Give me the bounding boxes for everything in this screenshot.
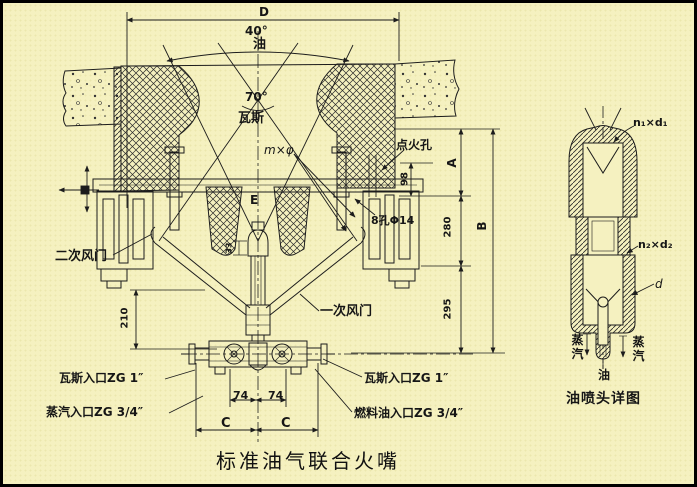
oil-nozzle-detail (568, 106, 655, 374)
dim-D-label: D (259, 5, 269, 19)
detail-steam-left-label: 蒸汽 (571, 333, 584, 361)
dim-E-label: E (250, 193, 259, 207)
drawing-title: 标准油气联合火嘴 (216, 449, 400, 473)
dim-74-right-label: 74 (268, 389, 284, 402)
dim-right (351, 128, 505, 354)
secondary-air-door-label: 二次风门 (55, 249, 108, 264)
detail-oil-label: 油 (598, 368, 611, 382)
detail-n2d2-label: n₂×d₂ (638, 238, 673, 251)
gas-inlet-right-label: 瓦斯入口ZG 1″ (364, 371, 449, 385)
detail-caption: 油喷头详图 (566, 391, 641, 407)
oil-char-label: 油 (253, 37, 267, 52)
dim-A-label: A (445, 158, 459, 168)
detail-n1d1-label: n₁×d₁ (633, 116, 668, 129)
gas-inlet-left-label: 瓦斯入口ZG 1″ (59, 371, 144, 385)
holes-mphi-label: m×φ (264, 143, 294, 157)
dim-B-label: B (475, 221, 489, 231)
dim-33-label: 33 (224, 242, 234, 254)
oil-angle-label: 40° (245, 24, 268, 38)
burner-line-art (58, 12, 655, 445)
eight-holes-label: 8孔Φ14 (371, 214, 415, 227)
gas-angle-label: 70° (245, 90, 268, 104)
dim-74-left-label: 74 (233, 389, 249, 402)
damper-indicator (58, 165, 99, 213)
leader-lines (112, 149, 405, 414)
detail-d-label: d (655, 277, 663, 291)
bottom-flange-assembly (181, 340, 473, 375)
dim-C-left-label: C (221, 416, 231, 431)
dim-98-label: 98 (399, 172, 411, 186)
dim-D (126, 12, 400, 208)
dim-210-label: 210 (119, 307, 131, 329)
burner-body (92, 146, 424, 316)
steam-inlet-left-label: 蒸汽入口ZG 3/4″ (46, 405, 144, 419)
gas-char-label: 瓦斯 (238, 111, 265, 126)
dim-280-label: 280 (442, 216, 454, 238)
dim-295-label: 295 (442, 298, 454, 320)
primary-air-door-label: 一次风门 (320, 304, 373, 319)
dim-left (130, 240, 247, 350)
fuel-oil-inlet-label: 燃料油入口ZG 3/4″ (354, 406, 464, 420)
dim-C-right-label: C (281, 416, 291, 431)
detail-steam-right-label: 蒸汽 (632, 335, 645, 363)
ignition-hole-label: 点火孔 (396, 138, 433, 152)
